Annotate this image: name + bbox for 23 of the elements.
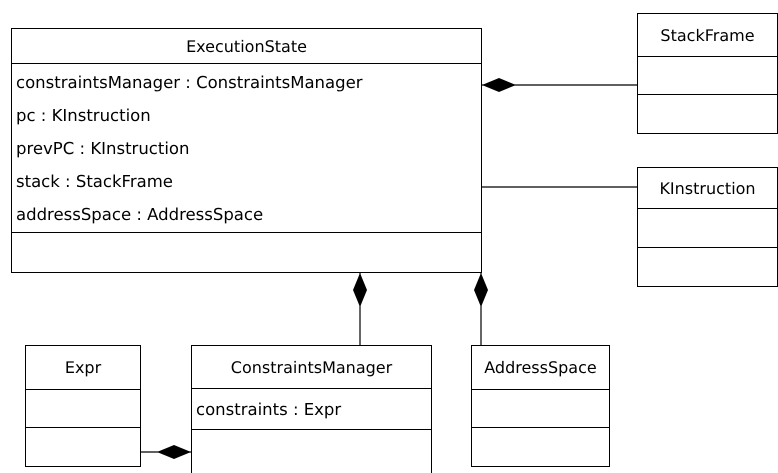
association-line [482, 186, 637, 188]
class-box [11, 28, 482, 273]
class-name: ExecutionState [186, 36, 307, 56]
composition-line [474, 273, 488, 345]
class-box [471, 345, 610, 467]
attribute-text: constraintsManager : ConstraintsManager [15, 72, 364, 94]
class-box [191, 345, 432, 473]
attribute-text: constraints : Expr [195, 398, 342, 420]
attribute-text: pc : KInstruction [15, 104, 152, 126]
class-box [637, 167, 778, 287]
composition-line [141, 445, 191, 459]
class-box [637, 13, 778, 134]
class-box [25, 345, 141, 467]
class-name: StackFrame [660, 26, 755, 44]
class-name: Expr [64, 358, 102, 377]
attribute-text: prevPC : KInstruction [15, 138, 190, 160]
attribute-text: stack : StackFrame [15, 170, 174, 192]
composition-line [353, 273, 367, 345]
class-name: KInstruction [659, 178, 756, 198]
composition-line [482, 78, 637, 92]
attribute-text: addressSpace : AddressSpace [15, 204, 264, 226]
class-name: ConstraintsManager [230, 358, 392, 376]
class-name: AddressSpace [484, 358, 597, 377]
